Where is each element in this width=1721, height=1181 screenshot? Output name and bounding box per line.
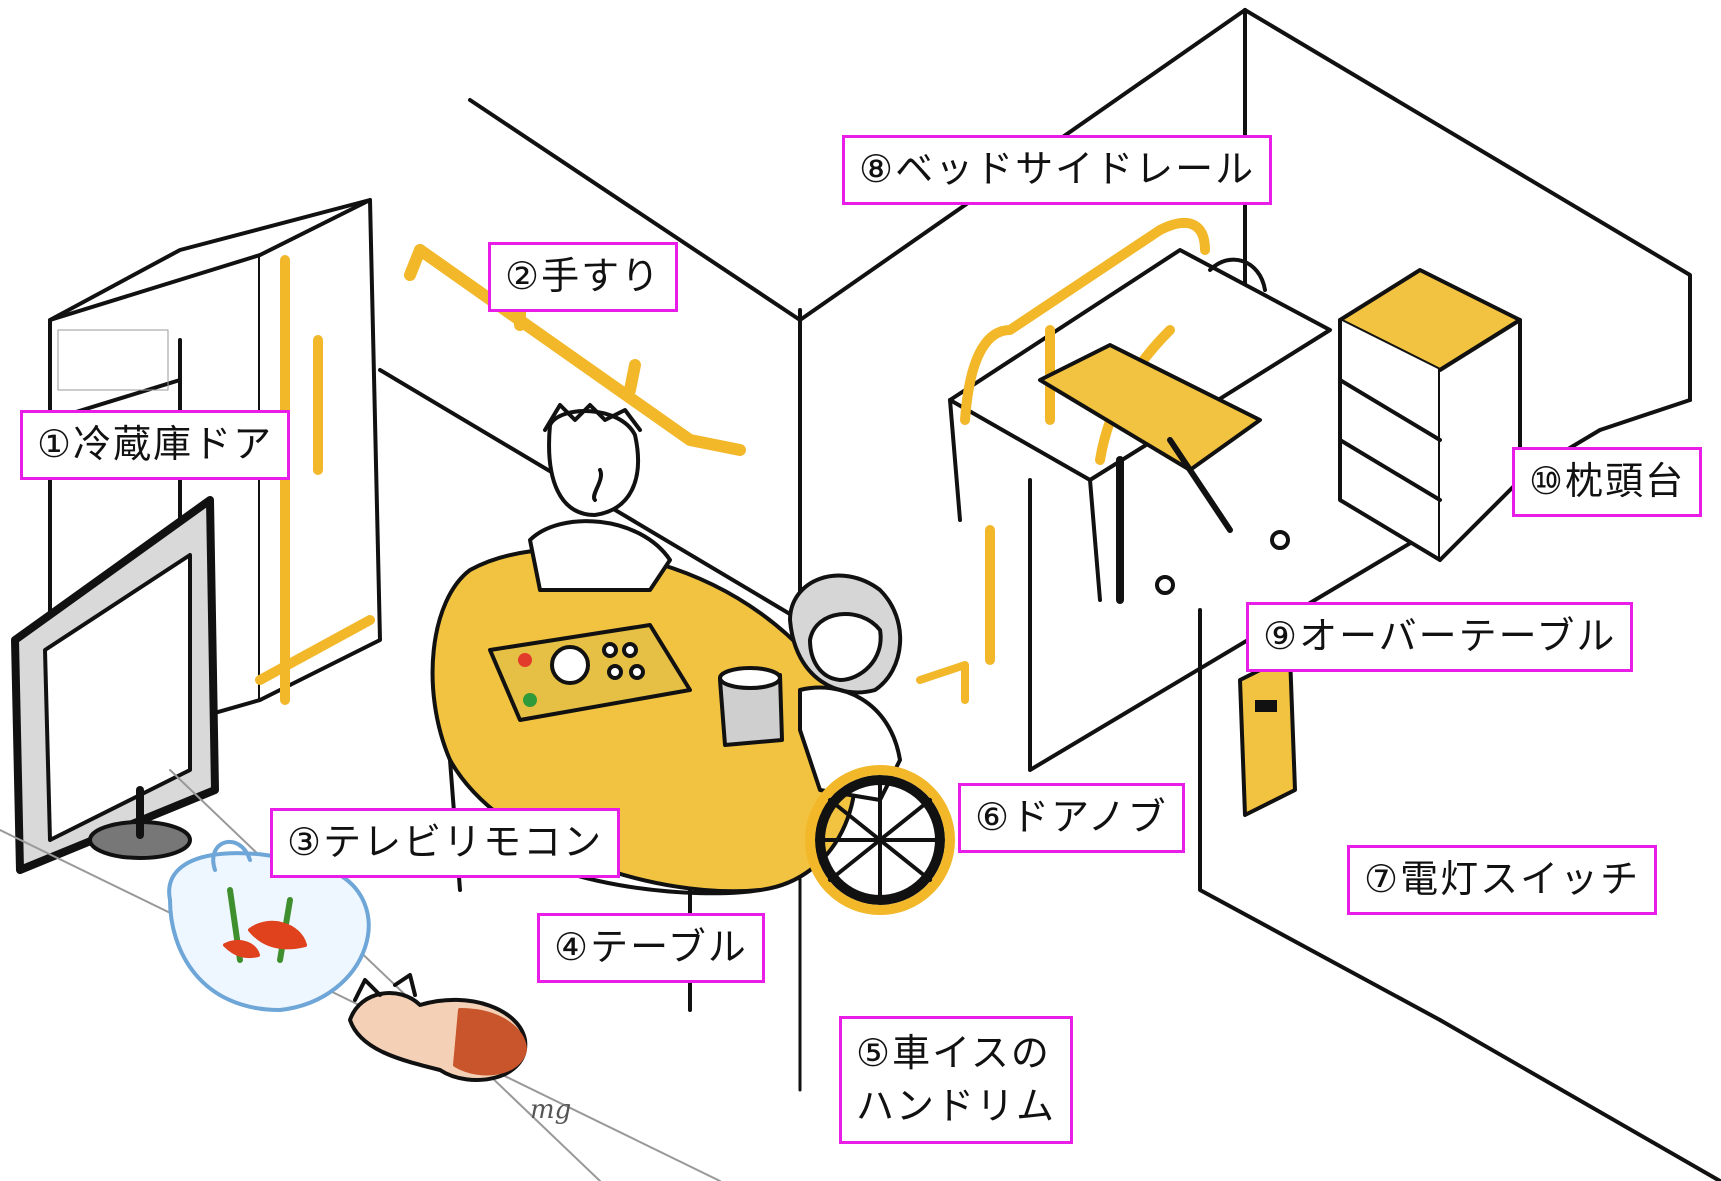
remote-control xyxy=(488,623,692,722)
label-fridge-door: ①冷蔵庫ドア xyxy=(20,410,291,480)
light-switch-panel xyxy=(1238,653,1297,817)
fridge-handles xyxy=(255,255,375,705)
label-door-knob: ⑥ドアノブ xyxy=(958,783,1185,853)
label-overbed-table: ⑨オーバーテーブル xyxy=(1246,602,1634,672)
man-figure xyxy=(528,403,672,592)
label-table: ④テーブル xyxy=(537,913,765,983)
cup xyxy=(718,666,784,747)
label-bedside-rail: ⑧ベッドサイドレール xyxy=(842,135,1273,205)
artist-signature: mg xyxy=(530,1095,572,1125)
fishbowl xyxy=(167,839,371,1012)
label-tv-remote: ③テレビリモコン xyxy=(270,808,621,878)
label-handrail: ②手すり xyxy=(488,242,679,312)
overbed-table xyxy=(1038,343,1290,604)
label-wheelchair-handrim: ⑤車イスの ハンドリム xyxy=(839,1016,1074,1145)
label-light-switch: ⑦電灯スイッチ xyxy=(1347,845,1658,915)
television xyxy=(11,496,219,874)
cat xyxy=(348,973,528,1082)
bedside-cabinet xyxy=(1338,268,1522,562)
label-bedside-cabinet: ⑩枕頭台 xyxy=(1512,447,1703,517)
wheelchair xyxy=(805,661,969,915)
